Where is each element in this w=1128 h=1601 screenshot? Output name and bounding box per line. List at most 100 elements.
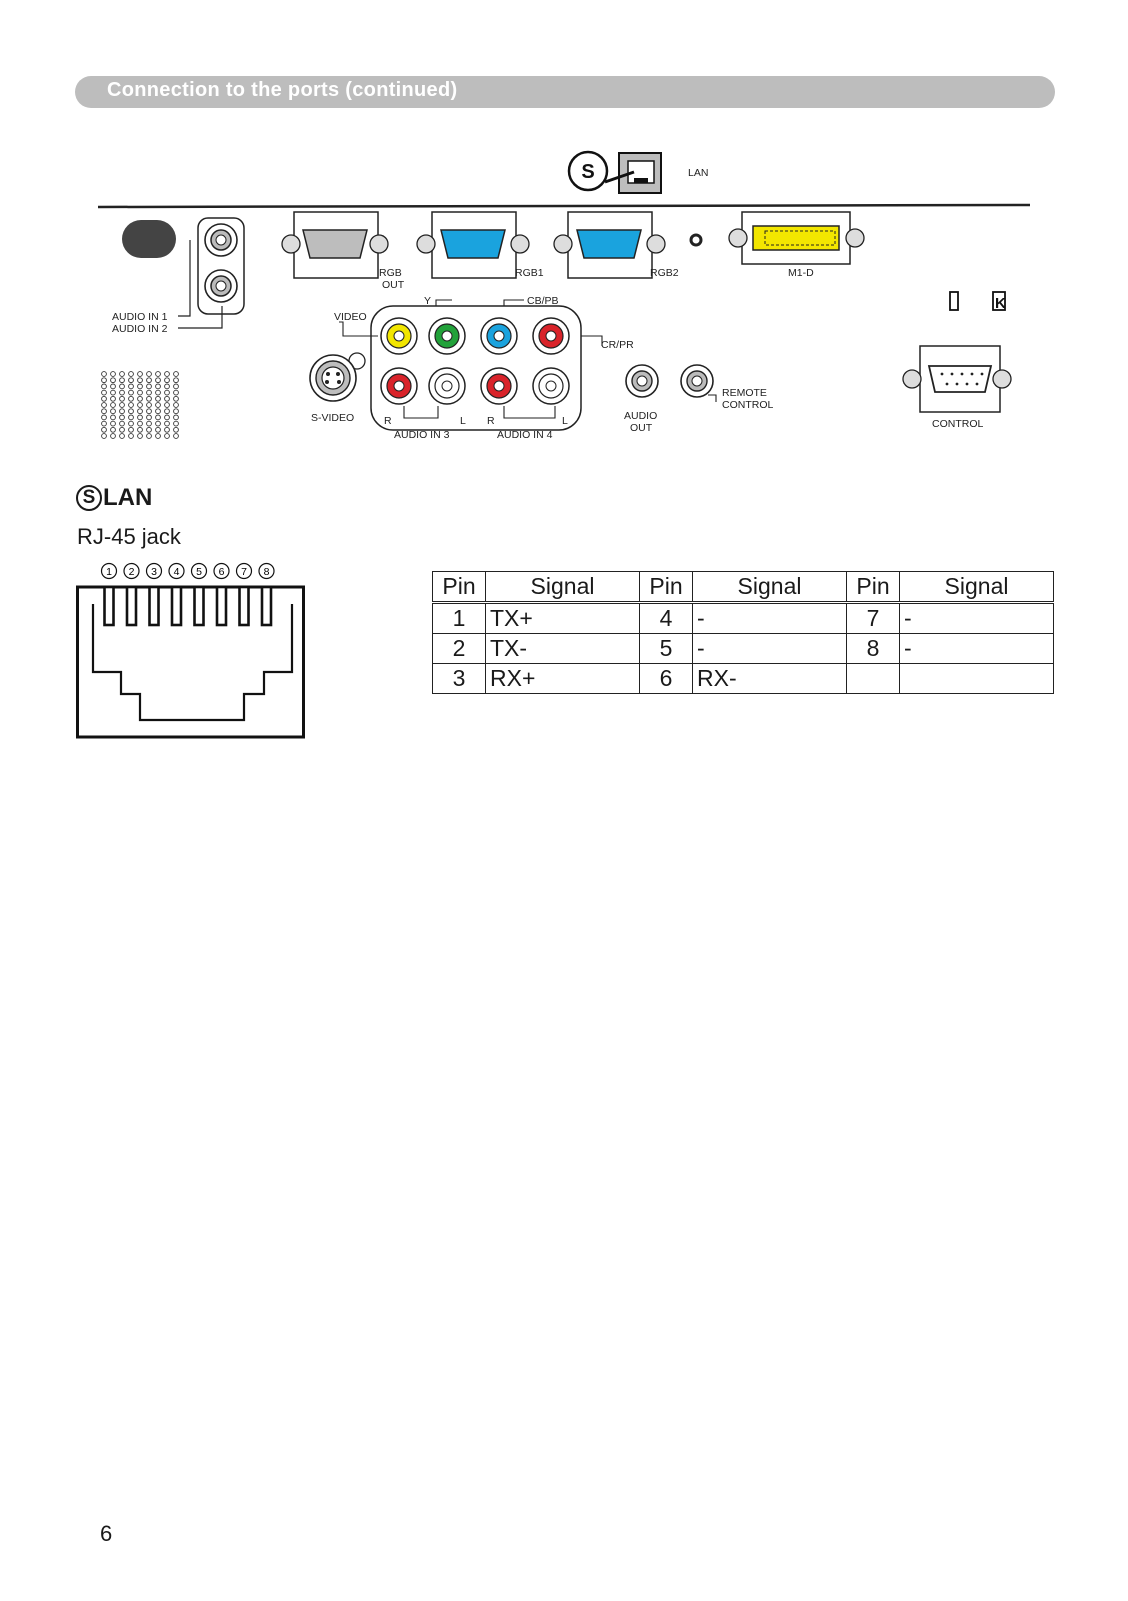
grille-hole	[173, 402, 179, 408]
cr-pr-label: CR/PR	[601, 339, 634, 351]
grille-hole	[164, 414, 170, 421]
grille-hole	[110, 408, 116, 415]
jack-pin-number: 3	[145, 562, 163, 580]
table-header-cell: Signal	[692, 571, 847, 604]
jack-pin-number: 5	[190, 562, 208, 580]
lan-section-heading: S LAN	[76, 484, 152, 512]
svg-text:8: 8	[264, 566, 270, 578]
jack-pin-number: 7	[235, 562, 253, 580]
svg-text:6: 6	[219, 566, 225, 578]
grille-hole	[110, 426, 116, 433]
grille-hole	[164, 371, 170, 377]
lan-heading-text: LAN	[103, 484, 153, 511]
audio-out-label-line1: AUDIO	[624, 410, 657, 422]
grille-hole	[173, 389, 179, 396]
grille-hole	[137, 414, 143, 421]
grille-hole	[110, 433, 116, 439]
l4-label: L	[562, 415, 568, 427]
grille-hole	[173, 377, 179, 384]
grille-hole	[128, 377, 134, 384]
grille-hole	[173, 426, 179, 433]
grille-hole	[128, 395, 134, 402]
grille-hole	[164, 408, 170, 415]
lan-port-badge: S	[581, 161, 594, 183]
grille-hole	[119, 420, 125, 427]
grille-hole	[119, 414, 125, 421]
jack-pin-number: 4	[168, 562, 185, 580]
remote-label-line1: REMOTE	[722, 387, 767, 399]
table-header-cell: Signal	[485, 571, 640, 604]
signal-cell: RX+	[485, 663, 640, 694]
grille-hole	[155, 377, 161, 384]
grille-hole	[164, 420, 170, 427]
page-number: 6	[100, 1521, 113, 1546]
svg-text:7: 7	[241, 566, 247, 578]
audio-out-port: AUDIO OUT	[624, 364, 659, 434]
grille-hole	[128, 383, 134, 390]
rgb-out-label-line2: OUT	[382, 279, 405, 291]
rgb-out-port: RGB OUT	[281, 211, 405, 291]
grille-hole	[119, 377, 125, 384]
jack-contact	[148, 585, 160, 627]
signal-cell: TX+	[485, 602, 640, 634]
m1d-label: M1-D	[788, 267, 814, 279]
grille-hole	[101, 433, 107, 439]
grille-hole	[101, 402, 107, 408]
audio-out-label-line2: OUT	[630, 422, 653, 434]
signal-cell	[899, 663, 1054, 694]
grille-hole	[101, 389, 107, 396]
pin-cell: 5	[639, 633, 693, 664]
section-title: Connection to the ports (continued)	[107, 79, 458, 101]
grille-hole	[146, 420, 152, 427]
rgb2-label: RGB2	[650, 267, 679, 279]
grille-hole	[101, 426, 107, 433]
grille-hole	[137, 371, 143, 377]
grille-hole	[146, 389, 152, 396]
grille-hole	[164, 389, 170, 396]
grille-hole	[146, 402, 152, 408]
grille-hole	[110, 383, 116, 390]
pin-cell: 1	[432, 602, 486, 634]
grille-hole	[173, 414, 179, 421]
grille-hole	[173, 395, 179, 402]
grille-hole	[110, 420, 116, 427]
grille-hole	[137, 426, 143, 433]
grille-hole	[110, 371, 116, 377]
ir-sensor	[122, 220, 176, 258]
lan-badge-icon: S	[76, 485, 102, 511]
grille-hole	[101, 377, 107, 384]
grille-hole	[137, 433, 143, 439]
pin-cell	[846, 663, 900, 694]
jack-contact	[170, 585, 183, 627]
audio-in-1-2-jacks: AUDIO IN 1 AUDIO IN 2	[112, 217, 245, 335]
video-label: VIDEO	[334, 311, 367, 323]
table-header-cell: Signal	[899, 571, 1054, 604]
grille-hole	[119, 383, 125, 390]
grille-hole	[173, 383, 179, 390]
s-video-port: S-VIDEO	[309, 352, 366, 424]
kensington-lock-icon: K	[995, 295, 1006, 312]
grille-hole	[146, 408, 152, 415]
table-header-cell: Pin	[639, 571, 693, 604]
grille-hole	[128, 402, 134, 408]
grille-hole	[173, 408, 179, 415]
grille-hole	[101, 371, 107, 377]
grille-hole	[146, 426, 152, 433]
grille-hole	[155, 420, 161, 427]
grille-hole	[155, 395, 161, 402]
remote-label-line2: CONTROL	[722, 399, 773, 411]
grille-hole	[173, 433, 179, 439]
grille-hole	[128, 408, 134, 415]
grille-hole	[146, 433, 152, 439]
grille-hole	[128, 420, 134, 427]
jack-contact	[125, 585, 138, 627]
audio-in-1-label: AUDIO IN 1	[112, 311, 168, 323]
signal-cell: -	[692, 602, 847, 634]
signal-cell: -	[692, 633, 847, 664]
grille-hole	[137, 395, 143, 402]
pin-cell: 4	[639, 602, 693, 634]
